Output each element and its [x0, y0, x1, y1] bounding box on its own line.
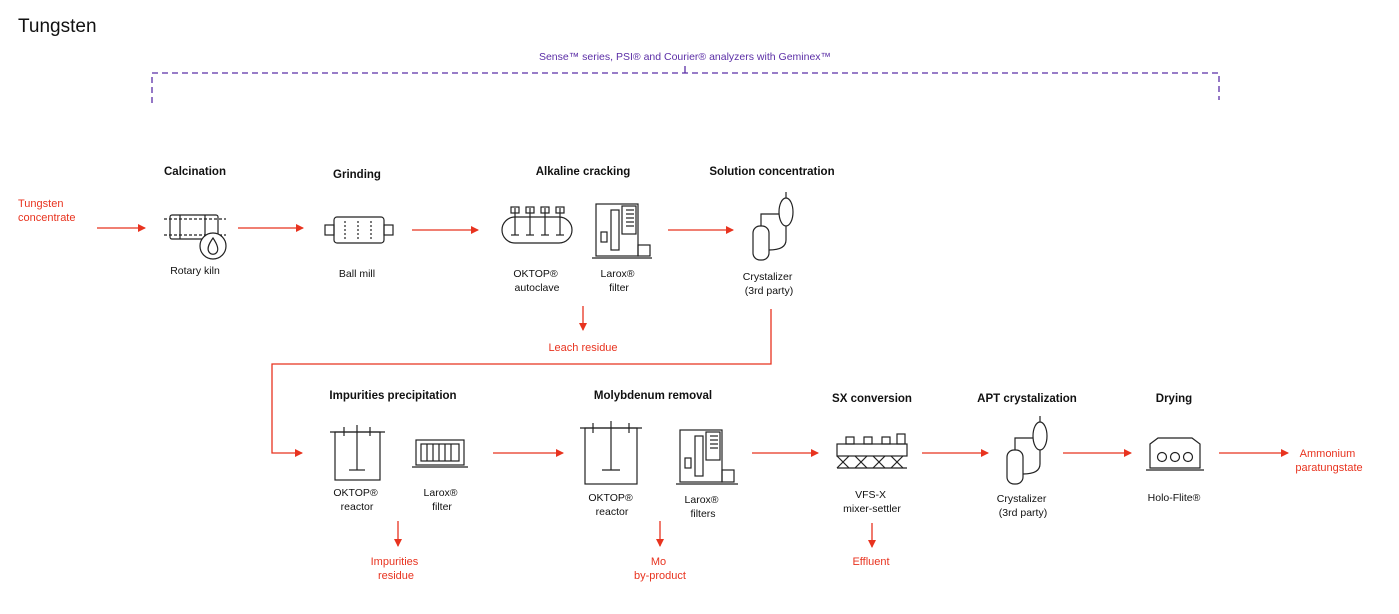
crystalizer-icon-apt [1006, 416, 1048, 485]
crystalizer-icon-solution [752, 192, 794, 261]
vfs-x-mixer-settler-icon [836, 433, 908, 469]
analyzer-bracket-line [151, 72, 1220, 103]
oktop-reactor-icon-impurities [330, 425, 385, 481]
output-effluent: Effluent [852, 556, 889, 568]
output-impurities-residue: Impurities residue [371, 556, 422, 582]
ball-mill-icon [324, 216, 394, 244]
stage-title-molybdenum-removal: Molybdenum removal [594, 390, 712, 402]
stage-title-grinding: Grinding [333, 169, 381, 181]
oktop-reactor-icon-molybdenum [580, 421, 642, 485]
equipment-label-vfs-x-mixer-settler: VFS-X mixer-settler [843, 489, 901, 515]
stage-title-drying: Drying [1156, 393, 1192, 405]
equipment-label-oktop-autoclave: OKTOP® autoclave [513, 268, 560, 294]
stage-title-sx-conversion: SX conversion [832, 393, 912, 405]
equipment-label-holo-flite: Holo-Flite® [1148, 492, 1201, 504]
stage-title-impurities-precipitation: Impurities precipitation [329, 390, 456, 402]
flow-arrows [97, 224, 1289, 548]
larox-filter-icon-impurities [412, 439, 468, 468]
oktop-autoclave-icon [501, 206, 573, 244]
rotary-kiln-icon [164, 214, 227, 260]
input-label: Tungsten concentrate [18, 198, 75, 224]
larox-filter-icon [592, 203, 652, 259]
page-title: Tungsten [18, 16, 97, 37]
larox-filters-icon-molybdenum [676, 429, 738, 485]
equipment-label-rotary-kiln: Rotary kiln [170, 265, 220, 277]
stage-title-apt-crystalization: APT crystalization [977, 393, 1077, 405]
equipment-label-larox-filter: Larox® filter [601, 268, 638, 294]
equipment-label-crystalizer-solution: Crystalizer (3rd party) [743, 271, 796, 297]
equipment-icons [164, 192, 1204, 485]
equipment-label-larox-filter-impurities: Larox® filter [424, 487, 461, 513]
stage-title-solution-concentration: Solution concentration [709, 166, 834, 178]
equipment-label-oktop-reactor-molybdenum: OKTOP® reactor [588, 492, 635, 518]
equipment-label-larox-filters-molybdenum: Larox® filters [685, 494, 722, 520]
equipment-label-crystalizer-apt: Crystalizer (3rd party) [997, 493, 1050, 519]
stage-title-alkaline-cracking: Alkaline cracking [536, 166, 631, 178]
analyzer-label: Sense™ series, PSI® and Courier® analyze… [539, 51, 831, 63]
flow-arrow-solution-impurities [271, 309, 772, 457]
equipment-label-ball-mill: Ball mill [339, 268, 375, 280]
output-leach-residue: Leach residue [548, 342, 617, 354]
analyzer-bracket: Sense™ series, PSI® and Courier® analyze… [151, 51, 1220, 103]
equipment-label-oktop-reactor-impurities: OKTOP® reactor [333, 487, 380, 513]
output-label: Ammonium paratungstate [1295, 448, 1362, 474]
output-mo-byproduct: Mo by-product [634, 556, 686, 582]
holo-flite-icon [1146, 437, 1204, 471]
stage-title-calcination: Calcination [164, 166, 226, 178]
